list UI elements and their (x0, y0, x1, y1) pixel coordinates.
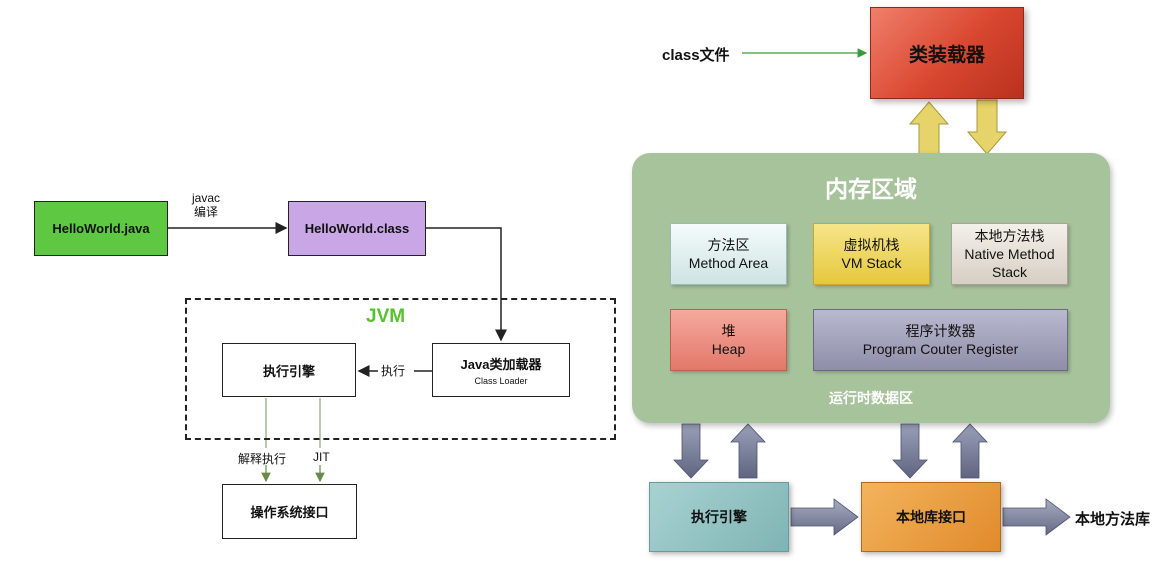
pc-cn: 程序计数器 (905, 323, 976, 339)
memory-area-panel (632, 153, 1110, 423)
hello-java-label: HelloWorld.java (52, 221, 150, 236)
class-loader-block-label: 类装载器 (908, 44, 985, 66)
up-arrow-native (952, 423, 988, 479)
hello-java-box: HelloWorld.java (34, 201, 168, 256)
os-interface-box: 操作系统接口 (222, 484, 357, 539)
jvm-frame (185, 298, 616, 440)
vm-stack-en: VM Stack (841, 255, 902, 271)
down-arrow-native (892, 423, 928, 479)
jvm-title: JVM (366, 306, 406, 327)
memory-area-title: 内存区域 (825, 176, 917, 202)
heap-en: Heap (711, 341, 746, 357)
method-area-en: Method Area (688, 255, 769, 271)
down-arrow-engine (673, 423, 709, 479)
method-area-cn: 方法区 (707, 237, 750, 253)
native-stack-box: 本地方法栈 Native Method Stack (951, 223, 1068, 285)
native-library-label: 本地方法库 (1075, 511, 1151, 528)
exec-engine-label: 执行引擎 (262, 363, 315, 379)
os-interface-label: 操作系统接口 (250, 505, 329, 520)
native-stack-en1: Native Method (964, 246, 1055, 262)
hello-class-label: HelloWorld.class (304, 221, 410, 236)
exec-engine-box: 执行引擎 (222, 343, 356, 397)
exec-label: 执行 (381, 364, 406, 378)
engine-to-native-arrow (790, 498, 859, 536)
jit-label: JIT (313, 450, 330, 464)
down-arrow-yellow (966, 99, 1008, 155)
class-file-label: class文件 (662, 47, 730, 64)
class-loader-cn: Java类加载器 (460, 357, 542, 372)
heap-box: 堆 Heap (670, 309, 787, 371)
vm-stack-cn: 虚拟机栈 (843, 237, 900, 253)
compile-text: 编译 (193, 205, 218, 219)
javac-text: javac (191, 191, 220, 205)
javac-label: javac 编译 (186, 191, 226, 219)
interpret-label: 解释执行 (238, 452, 287, 466)
runtime-data-area-label: 运行时数据区 (829, 390, 913, 406)
native-stack-en2: Stack (991, 264, 1027, 280)
vm-stack-box: 虚拟机栈 VM Stack (813, 223, 930, 285)
class-loader-box: Java类加载器 Class Loader (432, 343, 570, 397)
heap-cn: 堆 (721, 323, 736, 339)
native-stack-cn: 本地方法栈 (974, 228, 1045, 244)
pc-register-box: 程序计数器 Program Couter Register (813, 309, 1068, 371)
exec-engine-block-label: 执行引擎 (691, 509, 747, 525)
up-arrow-yellow (908, 101, 950, 157)
exec-engine-block: 执行引擎 (649, 482, 789, 552)
native-to-lib-arrow (1002, 498, 1071, 536)
method-area-box: 方法区 Method Area (670, 223, 787, 285)
up-arrow-engine (730, 423, 766, 479)
class-loader-en: Class Loader (474, 376, 528, 386)
pc-en: Program Couter Register (862, 341, 1019, 357)
native-interface-label: 本地库接口 (896, 509, 966, 525)
native-interface-block: 本地库接口 (861, 482, 1001, 552)
hello-class-box: HelloWorld.class (288, 201, 426, 256)
class-to-loader-arrow (426, 227, 507, 342)
class-loader-block: 类装载器 (870, 7, 1024, 99)
